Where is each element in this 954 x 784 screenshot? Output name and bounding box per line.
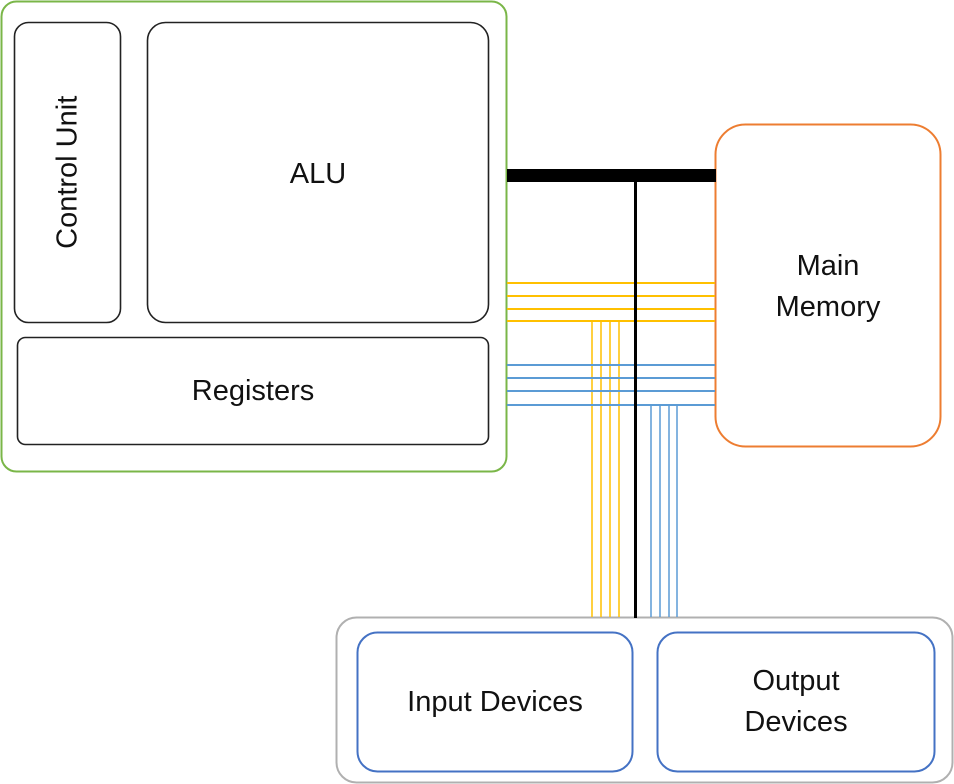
- output-devices-box: [656, 631, 936, 773]
- io-container: [335, 616, 954, 784]
- registers-box: [16, 336, 490, 446]
- main-memory-text-2: Memory: [775, 290, 881, 323]
- input-devices-box: [356, 631, 634, 773]
- input-devices-text: Input Devices: [407, 685, 583, 718]
- input-devices-label: Input Devices: [357, 632, 633, 772]
- alu-box: [146, 21, 490, 324]
- main-memory-box: [714, 123, 942, 448]
- registers-text: Registers: [191, 374, 315, 407]
- control-unit-text: Control Unit: [51, 95, 84, 250]
- output-devices-label: Output Devices: [657, 632, 935, 772]
- alu-label: ALU: [147, 22, 489, 323]
- output-devices-text-1: Output: [752, 665, 840, 698]
- cpu-container: [0, 0, 508, 473]
- control-unit-box: [13, 21, 122, 324]
- control-unit-label: Control Unit: [14, 22, 121, 323]
- alu-text: ALU: [289, 158, 347, 190]
- main-memory-text-1: Main: [796, 250, 860, 282]
- main-memory-label: Main Memory: [715, 124, 941, 447]
- registers-label: Registers: [17, 337, 489, 445]
- output-devices-text-2: Devices: [744, 706, 848, 738]
